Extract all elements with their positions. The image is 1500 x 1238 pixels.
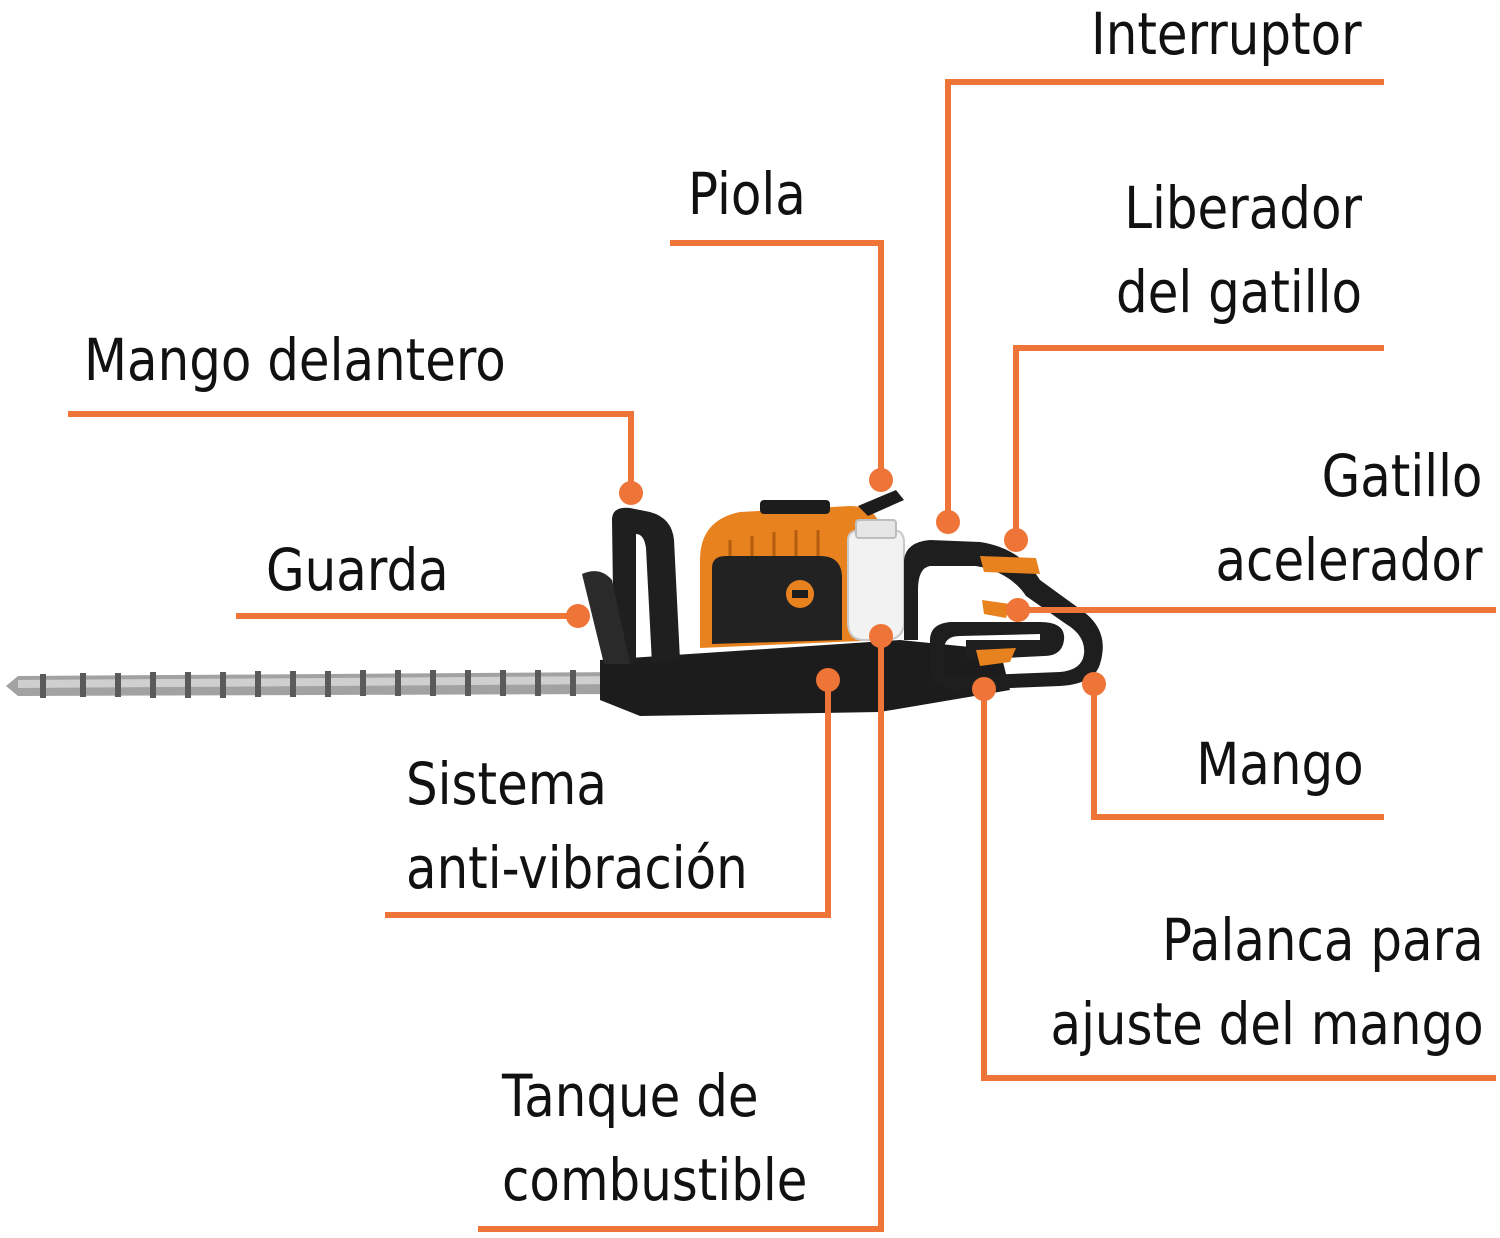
- leader-mango-delantero: [68, 411, 634, 493]
- label-liberador-del-gatillo: Liberador del gatillo: [1116, 174, 1362, 326]
- dot-mango: [1082, 672, 1106, 696]
- handle-adjust-lever: [976, 648, 1016, 666]
- leader-palanca: [981, 689, 1496, 1081]
- rear-handle: [904, 540, 1103, 690]
- leader-dots: [566, 468, 1106, 701]
- dot-gatillo: [1006, 598, 1030, 622]
- chassis: [600, 640, 1010, 716]
- label-tanque-de-combustible: Tanque de combustible: [502, 1062, 808, 1214]
- dot-liberador: [1004, 528, 1028, 552]
- label-piola: Piola: [688, 160, 806, 228]
- leader-liberador: [1013, 345, 1384, 540]
- leader-interruptor: [945, 79, 1384, 522]
- label-palanca-ajuste-mango: Palanca para ajuste del mango: [1050, 906, 1484, 1058]
- leader-piola: [670, 240, 884, 480]
- leader-sistema: [385, 680, 831, 918]
- fuel-tank: [847, 529, 905, 641]
- label-mango: Mango: [1196, 730, 1364, 798]
- dot-palanca: [972, 677, 996, 701]
- dot-sistema: [816, 668, 840, 692]
- label-mango-delantero: Mango delantero: [84, 326, 506, 394]
- blade-bar: [6, 670, 630, 698]
- label-gatillo-acelerador: Gatillo acelerador: [1215, 442, 1482, 594]
- label-sistema-anti-vibracion: Sistema anti-vibración: [406, 750, 748, 902]
- dot-tanque: [869, 624, 893, 648]
- leader-lines: [68, 79, 1496, 1232]
- hedge-trimmer-icon: [6, 490, 1103, 716]
- label-guarda: Guarda: [266, 536, 449, 604]
- label-interruptor: Interruptor: [1091, 0, 1362, 68]
- dot-mango-delantero: [619, 481, 643, 505]
- air-filter-cover: [712, 556, 842, 644]
- dot-piola: [869, 468, 893, 492]
- front-handle: [612, 507, 680, 664]
- dot-interruptor: [936, 510, 960, 534]
- pull-cord: [858, 490, 904, 516]
- trigger-release: [980, 556, 1040, 574]
- leader-tanque: [478, 636, 884, 1232]
- guard-plate: [582, 571, 630, 664]
- dot-guarda: [566, 604, 590, 628]
- throttle-trigger: [982, 600, 1010, 618]
- leader-mango: [1091, 684, 1384, 820]
